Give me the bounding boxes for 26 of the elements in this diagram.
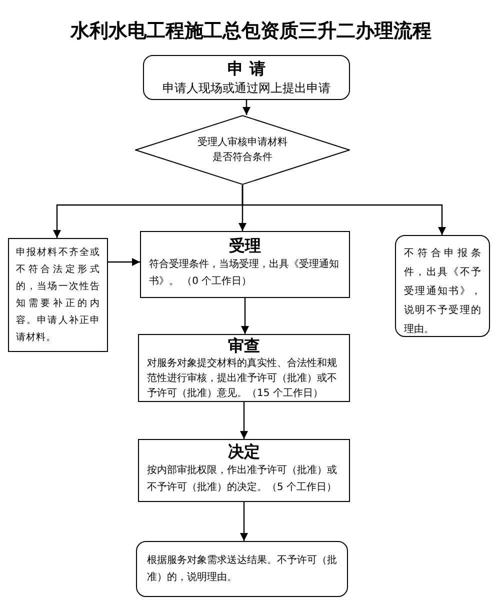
- arrow: [241, 298, 249, 334]
- end-box: [136, 541, 348, 597]
- process-box: [138, 439, 350, 502]
- box-text: 根据服务对象需求送达结果。不予许可（批准）的，说明理由。: [147, 554, 337, 585]
- box-text: 申请人现场或通过网上提出申请: [162, 80, 332, 97]
- box-text: 对服务对象提交材料的真实性、合法性和规范性进行审核，提出准予许可（批准）或不予许可（批准）意见。（15 个工作日）: [147, 356, 338, 401]
- box-heading: 申 请: [226, 59, 266, 79]
- decision-text: 受理人审核申请材料是否符合条件: [196, 136, 288, 165]
- process-box: [138, 334, 350, 402]
- title: 水利水电工程施工总包资质三升二办理流程: [69, 19, 432, 44]
- box-text: 申报材料不齐全或不符合法定形式的，当场一次性告知需要补正的内容。申请人补正申请材料。: [16, 246, 100, 345]
- box-text: 按内部审批权限，作出准予许可（批准）或不予许可（批准）的决定。（5 个工作日）: [147, 464, 338, 495]
- arrow: [240, 402, 248, 439]
- box-heading: 受理: [228, 236, 262, 256]
- arrow: [108, 258, 140, 266]
- start-box: [143, 55, 350, 100]
- box-heading: 审查: [227, 336, 261, 356]
- arrow: [242, 185, 446, 235]
- process-box: [140, 231, 350, 298]
- box-text: 符合受理条件，当场受理，出具《受理通知书》。 （0 个工作日）: [149, 258, 340, 289]
- box-text: 不符合申报条件，出具《不予受理通知书》，说明不予受理的理由。: [404, 246, 481, 337]
- box-heading: 决定: [227, 442, 261, 462]
- end-box: [395, 235, 490, 337]
- arrow: [242, 100, 250, 115]
- arrow: [240, 502, 248, 541]
- process-box: [8, 238, 108, 352]
